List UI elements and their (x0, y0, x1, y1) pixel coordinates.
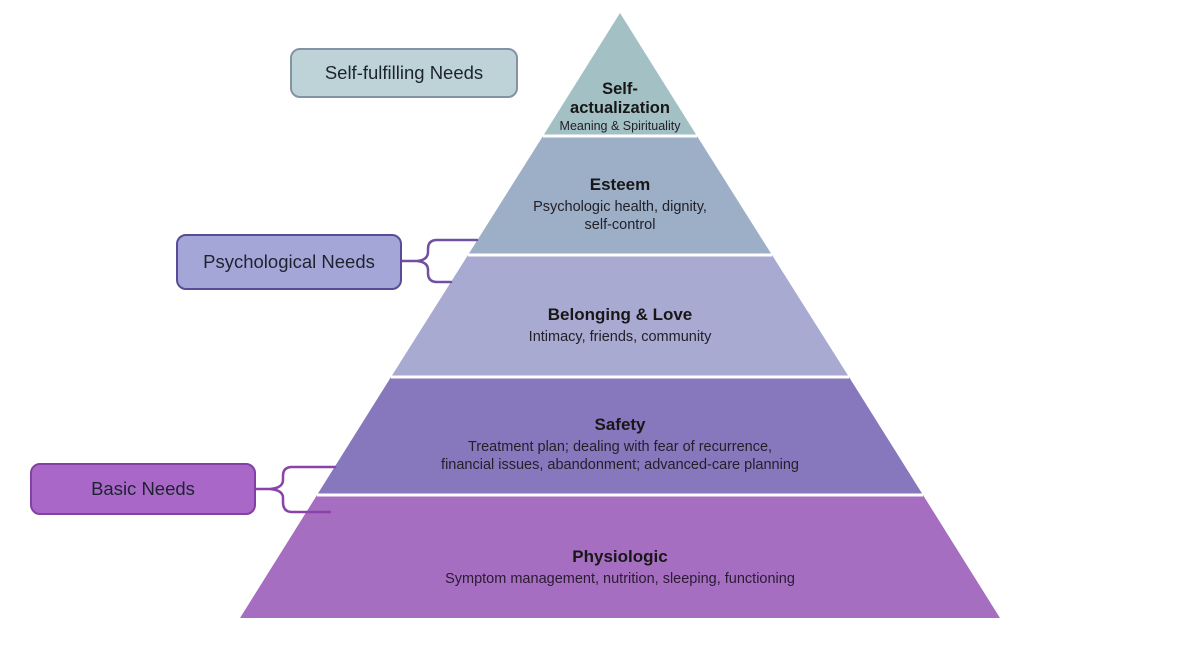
label-psychological-needs: Psychological Needs (176, 234, 402, 290)
psychological-needs-bracket (400, 238, 479, 284)
pyramid-level-esteem (468, 136, 772, 255)
pyramid-level-safety (317, 377, 923, 495)
pyramid-level-belonging-love (391, 255, 849, 377)
label-basic-needs: Basic Needs (30, 463, 256, 515)
pyramid-level-physiologic (240, 495, 1000, 618)
label-text: Self-fulfilling Needs (324, 62, 484, 83)
basic-needs-bracket (254, 465, 337, 514)
label-self-fulfilling-needs: Self-fulfilling Needs (290, 48, 518, 98)
label-text: Psychological Needs (203, 251, 375, 272)
pyramid-level-self-actualization (543, 13, 697, 136)
label-text: Basic Needs (91, 478, 195, 499)
